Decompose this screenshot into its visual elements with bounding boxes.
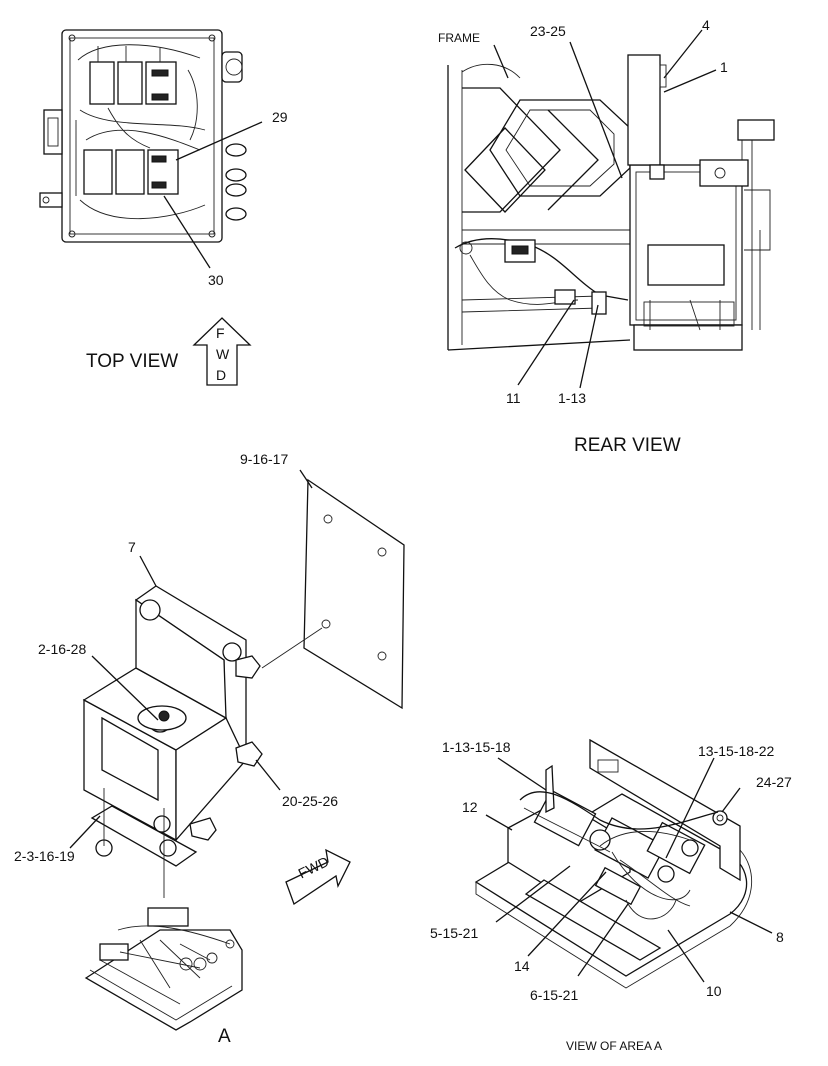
callout-7: 7 bbox=[128, 539, 136, 555]
callout-1-13-15-18: 1-13-15-18 bbox=[442, 739, 511, 755]
area-a-marker: A bbox=[218, 1026, 231, 1047]
callout-11: 11 bbox=[506, 390, 521, 406]
callout-29: 29 bbox=[272, 109, 288, 125]
fwd-letter-f: F bbox=[216, 325, 225, 341]
fwd-arrow-iso bbox=[285, 848, 351, 905]
fwd-letter-w: W bbox=[216, 346, 230, 362]
bracket-leaders bbox=[69, 469, 313, 849]
callout-13-15-18-22: 13-15-18-22 bbox=[698, 743, 775, 759]
fwd-arrow-top bbox=[192, 317, 252, 386]
callout-30: 30 bbox=[208, 272, 224, 288]
callout-4: 4 bbox=[702, 17, 710, 33]
rear-view-frame bbox=[447, 54, 775, 351]
top-view-title: TOP VIEW bbox=[86, 351, 179, 372]
frame-label: FRAME bbox=[438, 31, 480, 45]
fwd-letter-d: D bbox=[216, 367, 227, 383]
callout-1: 1 bbox=[720, 59, 728, 75]
callout-20-25-26: 20-25-26 bbox=[282, 793, 339, 809]
mounting-plate bbox=[261, 478, 405, 710]
rear-view-leaders bbox=[493, 29, 717, 389]
callout-10: 10 bbox=[706, 983, 722, 999]
area-a-leaders bbox=[485, 757, 773, 983]
callout-23-25: 23-25 bbox=[530, 23, 566, 39]
callout-2-3-16-19: 2-3-16-19 bbox=[14, 848, 75, 864]
area-a-assembly bbox=[84, 907, 243, 1031]
top-view-control-box bbox=[39, 29, 247, 243]
bracket-7 bbox=[82, 585, 263, 898]
callout-5-15-21: 5-15-21 bbox=[430, 925, 479, 941]
callout-14: 14 bbox=[514, 958, 530, 974]
callout-8: 8 bbox=[776, 929, 784, 945]
callout-9-16-17: 9-16-17 bbox=[240, 451, 289, 467]
callout-1-13: 1-13 bbox=[558, 390, 587, 406]
callout-12: 12 bbox=[462, 799, 478, 815]
top-view-leaders bbox=[163, 121, 263, 269]
area-view-title: VIEW OF AREA A bbox=[566, 1039, 663, 1053]
callout-2-16-28: 2-16-28 bbox=[38, 641, 87, 657]
callout-6-15-21: 6-15-21 bbox=[530, 987, 579, 1003]
callout-24-27: 24-27 bbox=[756, 774, 792, 790]
area-a-detail bbox=[474, 738, 752, 989]
rear-view-title: REAR VIEW bbox=[574, 435, 681, 456]
